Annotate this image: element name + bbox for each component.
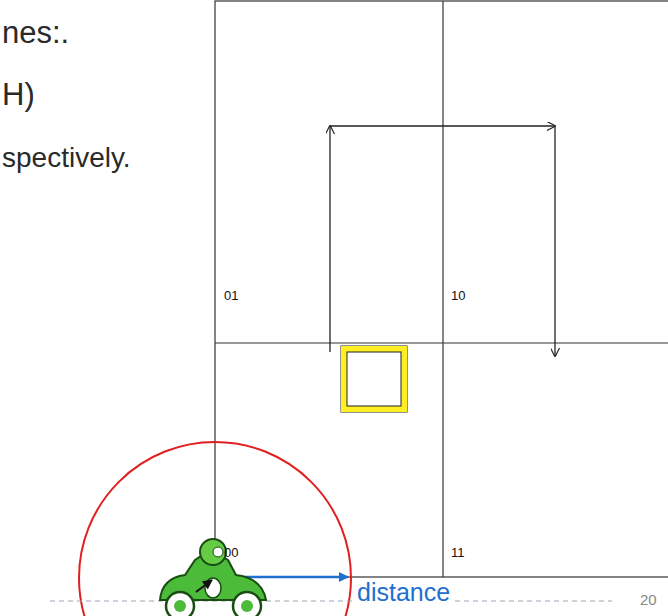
curve-segment	[330, 125, 555, 126]
grid-line	[215, 342, 668, 343]
distance-label: distance	[355, 579, 452, 607]
quadrant-code: 00	[224, 546, 238, 560]
car-icon	[160, 539, 266, 616]
range-circle	[79, 442, 351, 616]
page-number: 20	[640, 592, 657, 609]
footer-line	[50, 601, 612, 602]
slide-text: spectively.	[2, 143, 131, 174]
quadrant-code: 01	[224, 289, 238, 303]
object-square	[341, 346, 407, 412]
slide-text: nes:.	[2, 16, 69, 50]
grid-line	[442, 1, 443, 577]
object-square	[347, 352, 401, 406]
pointer-arrow	[196, 580, 212, 592]
grid-border	[215, 1, 668, 577]
quadrant-code: 11	[451, 546, 465, 560]
curve-segment	[554, 126, 555, 356]
curve-segment	[329, 126, 330, 352]
quadrant-code: 10	[451, 289, 465, 303]
slide-text: H)	[2, 78, 35, 112]
object-square	[344, 349, 404, 409]
